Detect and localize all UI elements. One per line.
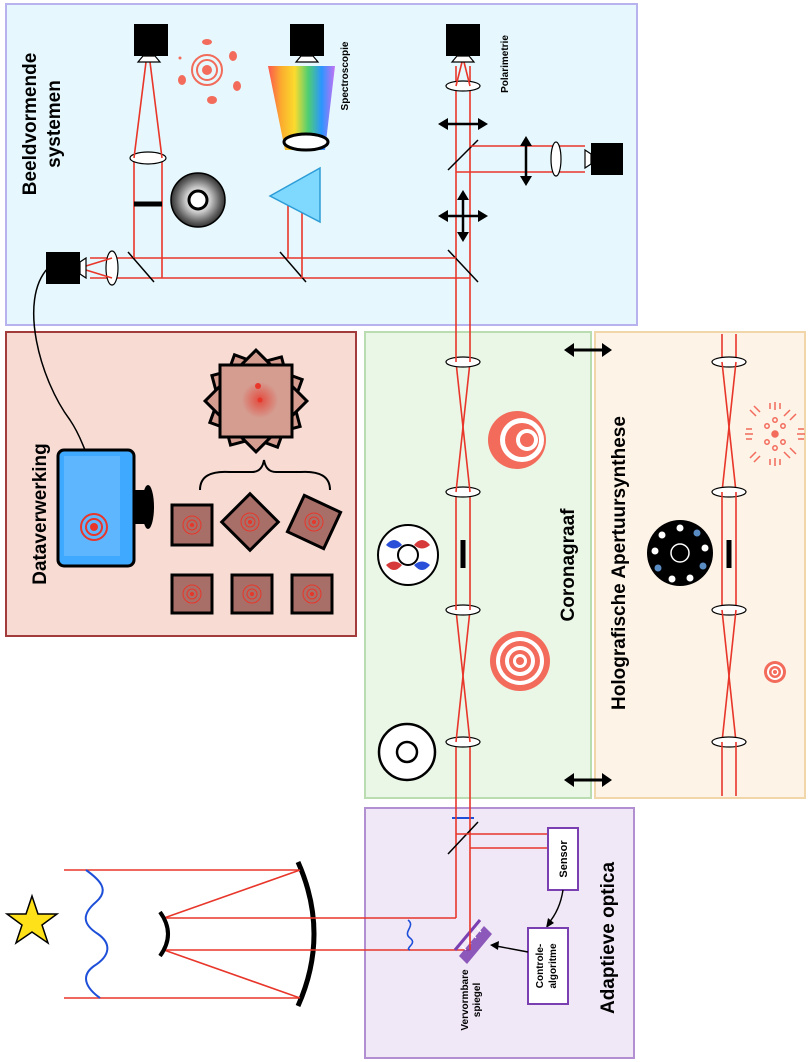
secondary-mirror [158,910,170,958]
primary-mirror [295,860,317,1008]
double-arrow-icon [564,343,612,357]
lens-icon [445,486,481,498]
lens-icon [445,80,481,92]
spectroscopy-label: Spectroscopie [340,41,351,110]
detector-icon [290,24,324,56]
lens-icon [711,356,747,368]
control-box [527,927,569,1005]
aperture-mask-icon [647,520,713,586]
frame-icon [290,573,334,615]
frame-icon [285,493,343,551]
lens-icon [129,151,167,165]
sensor-box [547,827,579,891]
imaging-systems: Polarimetrie [46,24,623,286]
mirror-label-line1: Vervormbare [460,969,471,1031]
fringe-pattern-icon [745,402,805,466]
frame-icon [219,491,281,553]
lens-icon [550,141,562,177]
brace [199,459,331,491]
detector-icon [134,24,168,56]
data-processing [56,347,343,615]
coronagraph [377,260,550,820]
star-icon [4,893,60,945]
imaging-title-line1: Beeldvormende [20,53,41,196]
coronagraph-title: Coronagraaf [558,508,579,622]
combined-frame-icon [202,347,310,455]
double-arrow-icon [438,118,488,130]
detector-icon [46,252,80,284]
monitor-icon [56,448,154,568]
adaptive-panel [364,807,635,1059]
sensor-label: Sensor [558,840,570,878]
detector-icon [446,24,480,56]
double-arrow-icon [564,773,612,787]
speckle-ring-icon [170,172,226,228]
lens-icon [282,132,330,152]
holographic-title: Holografische Apertuursynthese [609,416,630,710]
prism-icon [268,166,321,224]
control-label-line1: Controle- [535,944,546,988]
lens-icon [711,736,747,748]
polarimetry-label: Polarimetrie [500,35,511,93]
coronagraph-mask-icon [377,524,439,586]
processing-title: Dataverwerking [30,443,51,585]
ao-beamsplitter [447,821,479,855]
detector-icon [591,143,623,175]
frame-icon [170,503,214,547]
exoplanet-image-icon [178,39,241,104]
frame-icon [230,573,274,615]
incoming-wavefront [84,869,109,999]
mirror-label-line2: spiegel [472,983,483,1018]
suppressed-psf-icon [488,411,546,469]
telescope [4,860,470,1008]
ao-wavefront [406,919,414,951]
adaptive-optics: Vervormbare spiegel Sensor Controle- alg… [406,817,579,1031]
frame-icon [170,573,214,615]
psf-rings-icon [490,631,550,691]
imaging-title-line2: systemen [44,80,65,168]
rainbow-fan [268,66,335,150]
lens-icon [445,356,481,368]
deformable-mirror-icon [453,919,492,964]
holo-psf-icon [764,661,786,683]
double-arrow-icon [520,136,532,186]
lens-icon [105,250,119,286]
lens-icon [711,486,747,498]
lens-icon [445,736,481,748]
lens-icon [445,604,481,616]
adaptive-title: Adaptieve optica [598,862,619,1014]
holographic-system [647,334,805,796]
control-label-line2: algoritme [548,943,559,988]
cross-arrow-icon [438,190,488,242]
data-cable [33,267,87,453]
lens-icon [711,604,747,616]
